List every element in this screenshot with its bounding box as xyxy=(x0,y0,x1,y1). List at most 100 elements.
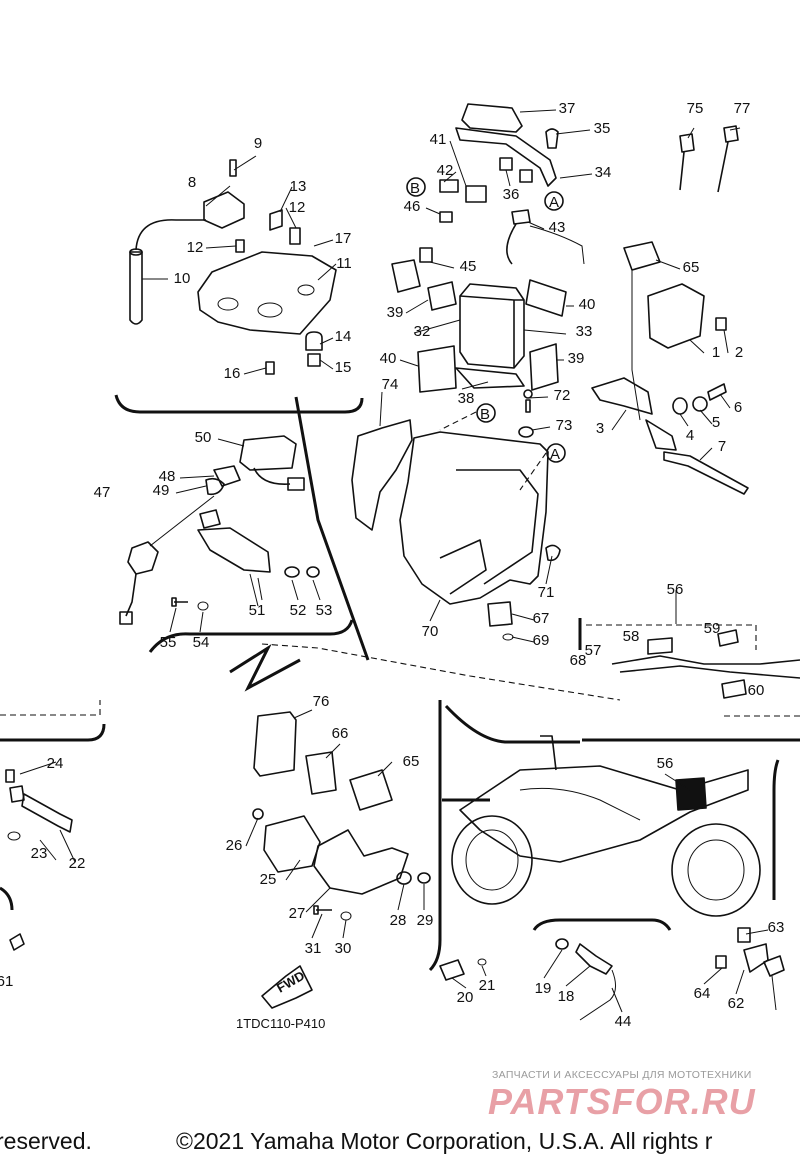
watermark-logo: PARTSFOR.RU xyxy=(488,1082,756,1120)
leader-line xyxy=(664,773,691,791)
part-label-52: 52 xyxy=(290,602,307,619)
leader-line xyxy=(429,599,441,622)
part-label-48: 48 xyxy=(159,468,176,485)
part-label-7: 7 xyxy=(718,438,726,455)
switch-group-frame xyxy=(148,619,354,653)
leader-line xyxy=(149,495,215,547)
leader-line xyxy=(555,129,591,135)
part-label-43: 43 xyxy=(549,219,566,236)
part-label-49: 49 xyxy=(153,482,170,499)
part-label-56: 56 xyxy=(667,581,684,598)
part-label-53: 53 xyxy=(316,602,333,619)
ref-a-label: A xyxy=(550,446,560,463)
leader-line xyxy=(735,969,745,995)
part-label-12: 12 xyxy=(187,239,204,256)
part-label-47: 47 xyxy=(94,484,111,501)
part-label-33: 33 xyxy=(576,323,593,340)
part-label-58: 58 xyxy=(623,628,640,645)
part-label-71: 71 xyxy=(538,584,555,601)
part-label-25: 25 xyxy=(260,871,277,888)
leader-line xyxy=(449,140,467,187)
part-label-40: 40 xyxy=(380,350,397,367)
part-label-27: 27 xyxy=(289,905,306,922)
leader-line xyxy=(319,337,334,345)
leader-line xyxy=(461,381,489,390)
part-label-76: 76 xyxy=(313,693,330,710)
part-label-26: 26 xyxy=(226,837,243,854)
part-label-30: 30 xyxy=(335,940,352,957)
leader-line xyxy=(243,367,267,375)
leader-line xyxy=(317,263,337,281)
leader-line xyxy=(217,438,245,447)
part-label-61: 61 xyxy=(0,973,13,990)
harness-dashed-box xyxy=(586,624,757,650)
part-label-54: 54 xyxy=(193,634,210,651)
part-label-45: 45 xyxy=(460,258,477,275)
part-label-40: 40 xyxy=(579,296,596,313)
part-leader-lines xyxy=(19,109,769,1013)
sensor-parts xyxy=(5,769,785,1021)
leader-line xyxy=(405,299,429,314)
leader-line xyxy=(245,817,259,847)
leader-line xyxy=(429,261,455,269)
harness-route-line xyxy=(261,643,621,701)
leader-line xyxy=(293,709,313,719)
part-label-4: 4 xyxy=(686,427,694,444)
leader-line xyxy=(325,743,341,759)
part-label-19: 19 xyxy=(535,980,552,997)
part-label-41: 41 xyxy=(430,131,447,148)
part-label-9: 9 xyxy=(254,135,262,152)
leader-line xyxy=(413,319,461,334)
part-label-18: 18 xyxy=(558,988,575,1005)
part-label-63: 63 xyxy=(768,919,785,936)
leader-line xyxy=(305,887,331,913)
part-label-66: 66 xyxy=(332,725,349,742)
part-label-20: 20 xyxy=(457,989,474,1006)
part-label-72: 72 xyxy=(554,387,571,404)
part-label-65: 65 xyxy=(683,259,700,276)
ignition-group-frame xyxy=(114,394,364,414)
divider-line xyxy=(294,396,370,661)
leader-line xyxy=(689,339,705,354)
part-label-74: 74 xyxy=(382,376,399,393)
leader-line xyxy=(511,613,535,621)
leader-line xyxy=(377,761,393,777)
leader-line xyxy=(312,579,321,601)
part-label-56: 56 xyxy=(657,755,674,772)
leader-line xyxy=(527,221,545,230)
part-label-64: 64 xyxy=(694,985,711,1002)
part-label-69: 69 xyxy=(533,632,550,649)
leader-line xyxy=(531,426,551,431)
vehicle-frame-edge xyxy=(772,759,780,900)
leader-line xyxy=(169,607,177,633)
leader-line xyxy=(729,127,741,131)
leader-line xyxy=(565,965,591,987)
part-label-28: 28 xyxy=(390,912,407,929)
part-label-32: 32 xyxy=(414,323,431,340)
leader-line xyxy=(59,829,76,863)
part-label-38: 38 xyxy=(458,390,475,407)
leader-line xyxy=(511,636,535,643)
leader-line xyxy=(175,485,207,494)
part-label-51: 51 xyxy=(249,602,266,619)
part-label-46: 46 xyxy=(404,198,421,215)
leader-line xyxy=(279,186,293,213)
leader-line xyxy=(699,409,713,425)
part-label-31: 31 xyxy=(305,940,322,957)
part-label-65: 65 xyxy=(403,753,420,770)
wire-harness-group xyxy=(611,629,800,699)
leader-line xyxy=(481,965,487,977)
leader-line xyxy=(205,185,231,207)
part-label-44: 44 xyxy=(615,1013,632,1030)
part-label-62: 62 xyxy=(728,995,745,1012)
leader-line xyxy=(205,245,237,249)
leader-line xyxy=(505,169,511,187)
part-label-42: 42 xyxy=(437,162,454,179)
leader-line xyxy=(655,259,681,270)
part-label-14: 14 xyxy=(335,328,352,345)
watermark-logo-text: PARTSFOR.RU xyxy=(488,1082,756,1120)
part-label-39: 39 xyxy=(568,350,585,367)
left-group-frame xyxy=(0,723,106,742)
part-label-50: 50 xyxy=(195,429,212,446)
part-label-23: 23 xyxy=(31,845,48,862)
